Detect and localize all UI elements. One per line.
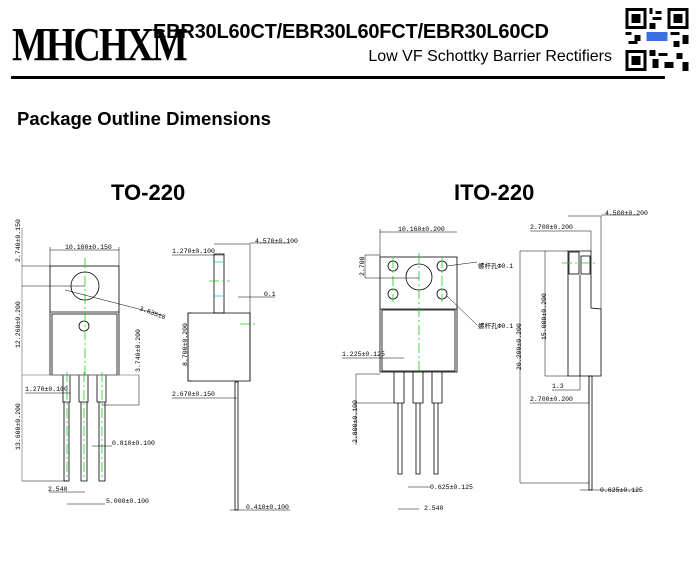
dim-label: 3.635±0 [138,305,166,321]
dim-label: 1.270±0.100 [172,248,215,255]
page-title: EBR30L60CT/EBR30L60FCT/EBR30L60CD [153,21,549,43]
dim-label: 5.000±0.100 [106,498,149,505]
to220-front-view: 10.160±0.150 2.740±0.150 12.260±0.200 13… [15,219,166,505]
dim-label: 10.160±0.150 [65,244,112,251]
to220-side-view: 4.570±0.100 1.270±0.100 0.1 8.700±0.200 … [172,238,298,511]
dim-label: 2.700±0.200 [530,396,573,403]
dim-label: 0.810±0.100 [112,440,155,447]
dim-label: 15.000±0.200 [541,293,548,340]
section-title: Package Outline Dimensions [17,108,271,129]
dim-label: 1.225±0.125 [342,351,385,358]
dim-label: 13.600±0.200 [15,403,22,450]
dim-label: 12.260±0.200 [15,301,22,348]
dim-label: 3.740±0.200 [135,329,142,372]
dim-label: 0.410±0.100 [246,504,289,511]
dim-label: 10.160±0.200 [398,226,445,233]
brand-logo: MHCHXM [12,19,188,72]
to220-leads [62,375,107,482]
to220-heading: TO-220 [111,180,186,205]
dim-label: 8.700±0.200 [182,323,189,366]
dim-label: 2.540 [424,505,444,512]
dim-label: 2.700±0.200 [530,224,573,231]
dim-label: 2.740±0.150 [15,219,22,262]
dim-label: 1.270±0.100 [25,386,68,393]
dim-label: 0.625±0.125 [430,484,473,491]
page-subtitle: Low VF Schottky Barrier Rectifiers [368,48,612,65]
dim-label: 4.500±0.200 [605,210,648,217]
dim-label: 4.570±0.100 [255,238,298,245]
ito220-heading: ITO-220 [454,180,535,205]
ito220-side-view: 4.500±0.200 2.700±0.200 15.000±0.200 20.… [516,210,648,494]
dim-label: 20.200±0.200 [516,323,523,370]
dim-label: 2.540 [48,486,68,493]
dim-label: 0.625±0.125 [600,487,643,494]
dim-label: 2.800±0.100 [352,400,359,443]
dim-label: 螺杆孔Φ0.1 [478,321,513,330]
dim-label: 2.700 [359,256,366,276]
ito220-front-view: 10.160±0.200 2.700 螺杆孔Φ0.1 螺杆孔Φ0.1 1.225… [342,226,513,512]
dim-label: 1.3 [552,383,564,390]
header-divider [11,76,665,79]
dim-label: 0.1 [264,291,276,298]
dim-label: 2.670±0.150 [172,391,215,398]
dim-label: 螺杆孔Φ0.1 [478,261,513,270]
qr-code-icon [625,8,689,71]
